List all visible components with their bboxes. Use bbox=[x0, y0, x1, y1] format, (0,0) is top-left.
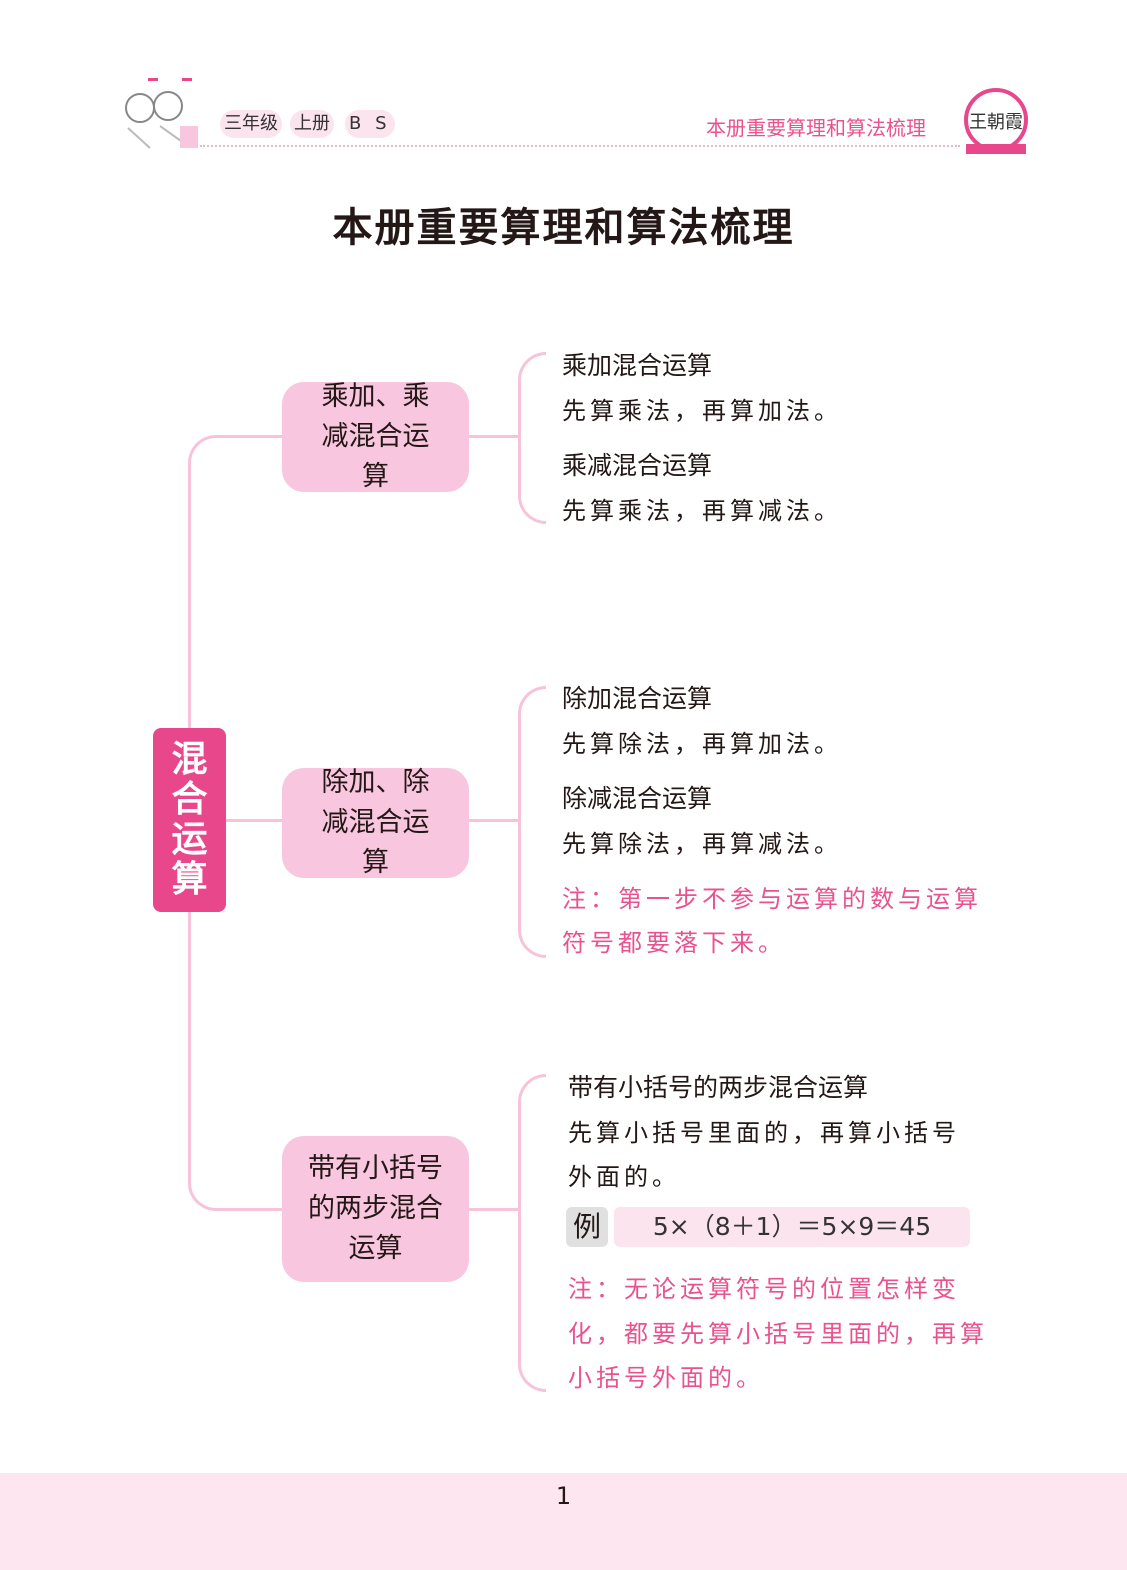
publisher-logo: 王朝霞 bbox=[962, 82, 1030, 156]
volume-label: 上册 bbox=[290, 110, 334, 138]
rule-heading: 除加混合运算 bbox=[562, 684, 713, 713]
rule-heading: 乘减混合运算 bbox=[562, 451, 713, 480]
example-label: 例 bbox=[566, 1207, 608, 1247]
branch-node: 带有小括号的两步混合运算 bbox=[282, 1136, 469, 1282]
rule-heading: 除减混合运算 bbox=[562, 784, 713, 813]
example-expression: 5×（8＋1）＝5×9＝45 bbox=[614, 1207, 970, 1247]
grade-label: 三年级 bbox=[220, 110, 282, 138]
page-title: 本册重要算理和算法梳理 bbox=[332, 205, 795, 251]
edition-label: B S bbox=[345, 110, 395, 138]
section-title: 本册重要算理和算法梳理 bbox=[706, 116, 926, 140]
note-text: 符号都要落下来。 bbox=[562, 929, 786, 957]
rule-heading: 乘加混合运算 bbox=[562, 351, 713, 380]
connector bbox=[226, 819, 282, 822]
note-text: 小括号外面的。 bbox=[568, 1364, 764, 1392]
note-text: 注：无论运算符号的位置怎样变 bbox=[568, 1275, 960, 1303]
rule-body: 先算乘法，再算减法。 bbox=[562, 497, 842, 525]
note-text: 化，都要先算小括号里面的，再算 bbox=[568, 1320, 988, 1348]
rule-body: 先算乘法，再算加法。 bbox=[562, 397, 842, 425]
connector bbox=[469, 819, 521, 822]
page-number: 1 bbox=[555, 1482, 572, 1510]
rule-body: 先算小括号里面的，再算小括号 bbox=[568, 1119, 960, 1147]
bracket bbox=[518, 352, 546, 524]
connector bbox=[469, 1208, 521, 1211]
bracket bbox=[518, 686, 546, 958]
footer-band bbox=[0, 1473, 1127, 1570]
cartoon-kids-illustration bbox=[110, 78, 200, 154]
svg-text:王朝霞: 王朝霞 bbox=[969, 112, 1023, 133]
rule-body: 外面的。 bbox=[568, 1163, 680, 1191]
rule-body: 先算除法，再算减法。 bbox=[562, 830, 842, 858]
root-node: 混合运算 bbox=[153, 728, 226, 912]
rule-body: 先算除法，再算加法。 bbox=[562, 730, 842, 758]
branch-node: 乘加、乘减混合运算 bbox=[282, 381, 469, 492]
bracket bbox=[518, 1074, 546, 1392]
connector bbox=[469, 435, 521, 438]
branch-node: 除加、除减混合运算 bbox=[282, 767, 469, 878]
header-divider bbox=[200, 145, 960, 147]
rule-heading: 带有小括号的两步混合运算 bbox=[568, 1073, 869, 1102]
note-text: 注：第一步不参与运算的数与运算 bbox=[562, 885, 982, 913]
